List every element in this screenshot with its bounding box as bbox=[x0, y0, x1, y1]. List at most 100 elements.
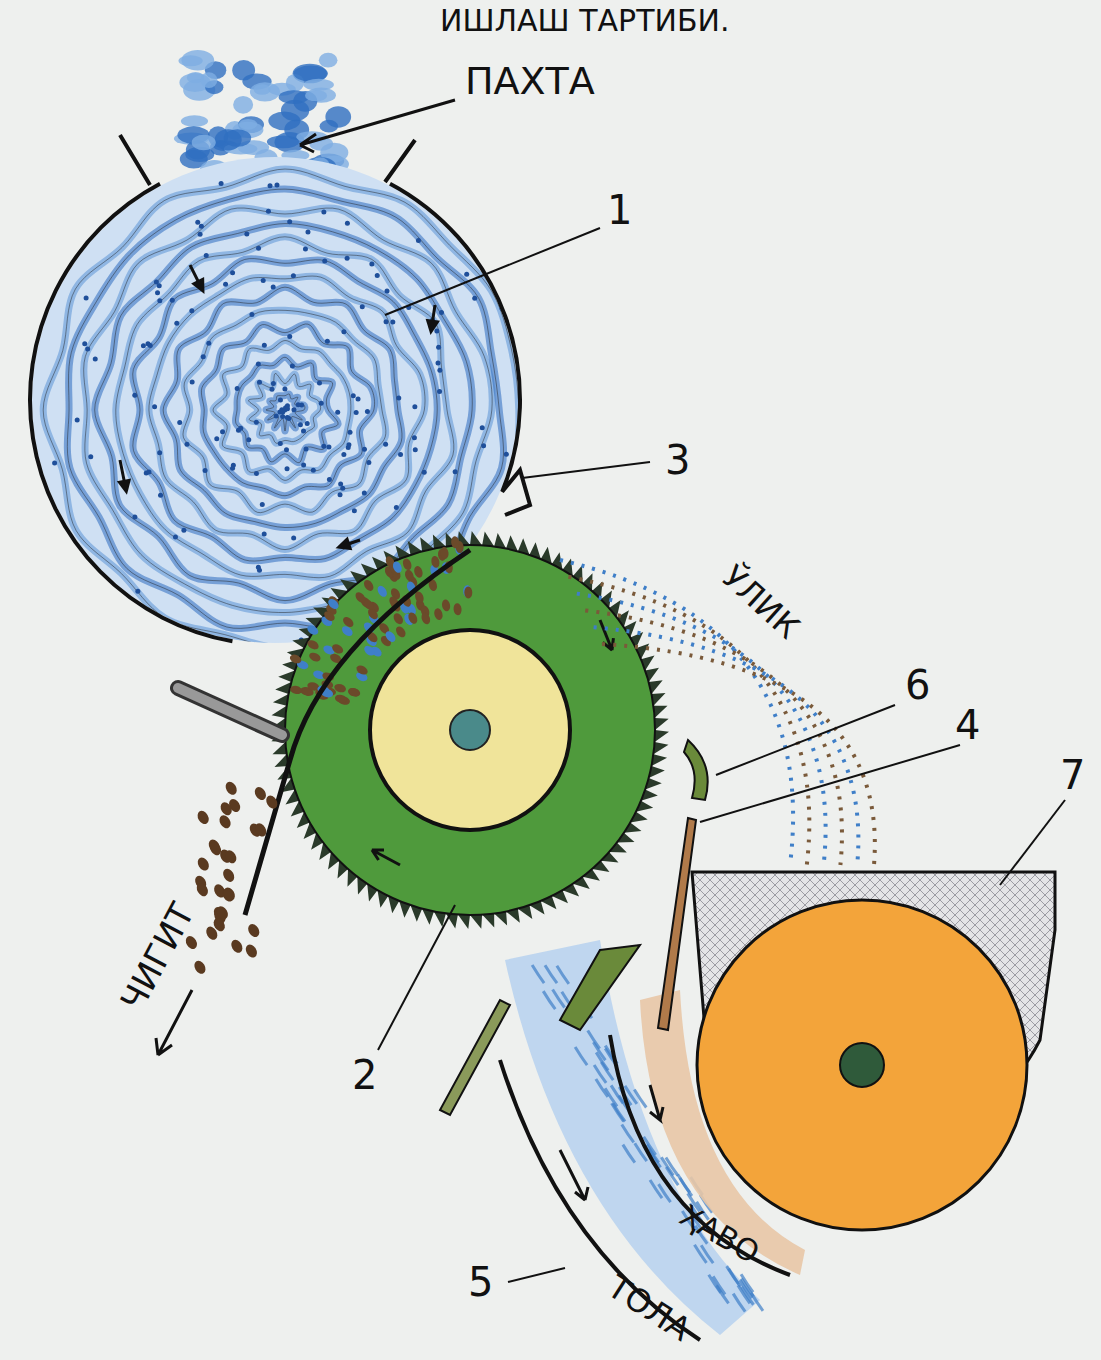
lint-fiber bbox=[532, 965, 544, 983]
callout-number: 2 bbox=[352, 1055, 377, 1095]
lint-fiber bbox=[575, 1047, 587, 1065]
leader-line bbox=[700, 745, 960, 822]
cotton-tuft bbox=[250, 82, 280, 101]
callout-number: 1 bbox=[607, 190, 632, 230]
leader-line bbox=[1000, 800, 1065, 885]
cotton-tuft bbox=[305, 90, 327, 101]
seed bbox=[355, 664, 369, 677]
arrowhead bbox=[426, 319, 440, 335]
saw-shaft bbox=[450, 710, 490, 750]
lint-fiber bbox=[717, 1285, 729, 1303]
seed bbox=[354, 590, 368, 604]
seed bbox=[394, 625, 407, 639]
seed bbox=[223, 780, 239, 797]
seed bbox=[289, 685, 302, 695]
saw-cylinder bbox=[285, 545, 655, 915]
lint-fiber bbox=[729, 1269, 741, 1287]
seed bbox=[384, 629, 398, 643]
flap bbox=[440, 1000, 510, 1115]
arrowhead bbox=[336, 536, 353, 550]
seed bbox=[376, 584, 389, 598]
seed bbox=[403, 568, 415, 582]
mote-board bbox=[560, 945, 640, 1030]
leader-line bbox=[716, 705, 895, 775]
flow-label: ЎЛИК bbox=[717, 560, 805, 644]
lint-fiber bbox=[738, 1285, 750, 1303]
seed bbox=[204, 925, 220, 942]
cotton-tuft bbox=[192, 135, 216, 150]
cotton-tuft bbox=[279, 90, 309, 104]
flow-arrow bbox=[560, 1150, 588, 1200]
seed bbox=[308, 651, 322, 663]
seed bbox=[264, 793, 280, 810]
leader-line bbox=[378, 905, 455, 1050]
lint-fiber bbox=[694, 1245, 706, 1263]
leader-line bbox=[522, 462, 650, 478]
input-label: ПАХТА bbox=[465, 62, 595, 100]
seed bbox=[195, 855, 211, 872]
leader-line bbox=[508, 1268, 565, 1282]
grate-rod bbox=[178, 688, 282, 735]
saw-hub bbox=[370, 630, 570, 830]
cotton-tuft bbox=[224, 129, 251, 147]
seed bbox=[217, 813, 233, 830]
seed bbox=[229, 938, 245, 955]
seed bbox=[433, 607, 444, 621]
seed bbox=[221, 867, 237, 884]
lint-fiber bbox=[545, 965, 557, 983]
seed bbox=[194, 881, 210, 898]
seed bbox=[253, 821, 269, 838]
seed bbox=[430, 555, 440, 568]
seed bbox=[221, 885, 237, 902]
seed bbox=[391, 560, 403, 574]
seed bbox=[453, 603, 462, 616]
seed bbox=[253, 785, 269, 802]
callout-number: 7 bbox=[1060, 755, 1085, 795]
cotton-tuft bbox=[267, 135, 299, 148]
seed bbox=[407, 611, 420, 625]
seed bbox=[451, 536, 460, 549]
cotton-tuft bbox=[233, 96, 253, 114]
seed bbox=[401, 557, 413, 571]
seed bbox=[334, 694, 348, 705]
cotton-tuft bbox=[232, 60, 255, 81]
title: ИШЛАШ ТАРТИБИ. bbox=[440, 6, 729, 36]
seed bbox=[306, 623, 320, 636]
seed bbox=[246, 922, 262, 939]
callout-number: 3 bbox=[665, 440, 690, 480]
seed bbox=[413, 565, 424, 579]
seed bbox=[326, 597, 340, 611]
trash-flow bbox=[602, 644, 875, 865]
lint-fiber bbox=[557, 966, 569, 984]
channel-wall bbox=[500, 1060, 700, 1340]
seed bbox=[362, 578, 375, 592]
lint-fiber bbox=[613, 1104, 625, 1122]
callout-number: 4 bbox=[955, 705, 980, 745]
seed bbox=[347, 687, 361, 698]
seed bbox=[464, 586, 472, 598]
seed bbox=[420, 611, 432, 625]
rotation-arrow bbox=[372, 850, 400, 865]
grate-rod bbox=[178, 688, 282, 735]
trash-flow bbox=[594, 627, 859, 865]
brush-shaft bbox=[840, 1043, 884, 1087]
seed bbox=[341, 615, 355, 629]
lint-fiber bbox=[623, 1145, 635, 1163]
flow-arrow bbox=[650, 1085, 663, 1120]
leader-line bbox=[385, 228, 600, 315]
seed bbox=[440, 547, 450, 560]
lint-fiber bbox=[650, 1180, 662, 1198]
lint-fiber bbox=[751, 1293, 763, 1311]
seed bbox=[340, 624, 354, 638]
input-arrow bbox=[300, 100, 455, 152]
part-6 bbox=[684, 740, 708, 800]
callout-number: 6 bbox=[905, 665, 930, 705]
lint-fiber bbox=[634, 1090, 646, 1108]
cotton-tuft bbox=[304, 79, 334, 91]
seed bbox=[362, 644, 376, 658]
seed bbox=[306, 638, 320, 651]
cotton-tuft bbox=[181, 115, 208, 127]
seed bbox=[392, 612, 405, 626]
seed bbox=[218, 800, 234, 817]
channel-wall bbox=[610, 1035, 790, 1275]
